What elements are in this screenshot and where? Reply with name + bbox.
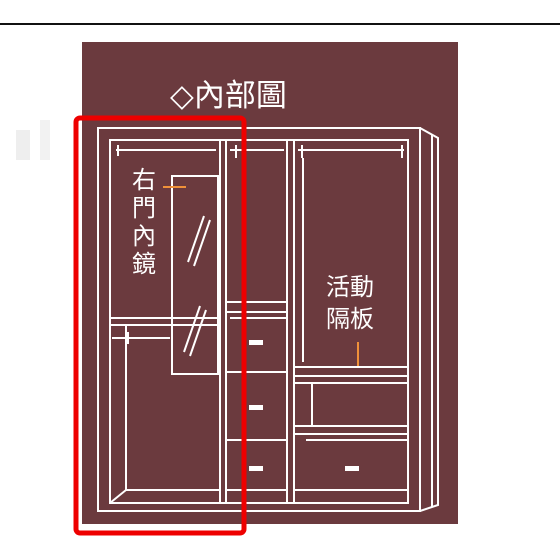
mirror-panel: [171, 175, 219, 375]
mirror-reflection: [189, 309, 207, 357]
mirror-label-char: 鏡: [132, 250, 156, 278]
shelf-label-line2: 隔板: [326, 305, 374, 333]
carcass-inner: [109, 139, 409, 504]
top-divider: [0, 23, 560, 25]
handle-icon: [249, 405, 263, 410]
wardrobe-outline: [97, 127, 439, 512]
mirror-label: 右 門 內 鏡: [130, 166, 158, 278]
highlight-box: [73, 115, 247, 536]
diagram-panel: [82, 42, 458, 524]
drawer-handles: [249, 340, 359, 471]
mirror-label-char: 門: [132, 194, 156, 222]
mirror-reflection: [193, 219, 211, 267]
mirror-reflection: [187, 215, 205, 263]
mirror-reflection: [183, 305, 201, 353]
left-bottom-slant: [109, 489, 127, 504]
mirror-label-char: 內: [132, 222, 156, 250]
handle-icon: [249, 466, 263, 471]
diagram-title: ◇內部圖: [170, 78, 287, 114]
mirror-label-char: 右: [132, 166, 156, 194]
ghost-mark: [40, 120, 50, 160]
ghost-mark: [16, 130, 30, 160]
carcass-outer: [97, 127, 421, 512]
shelf-label-line1: 活動: [326, 273, 374, 301]
side-depth: [419, 127, 439, 512]
handle-icon: [345, 466, 359, 471]
handle-icon: [249, 340, 263, 345]
